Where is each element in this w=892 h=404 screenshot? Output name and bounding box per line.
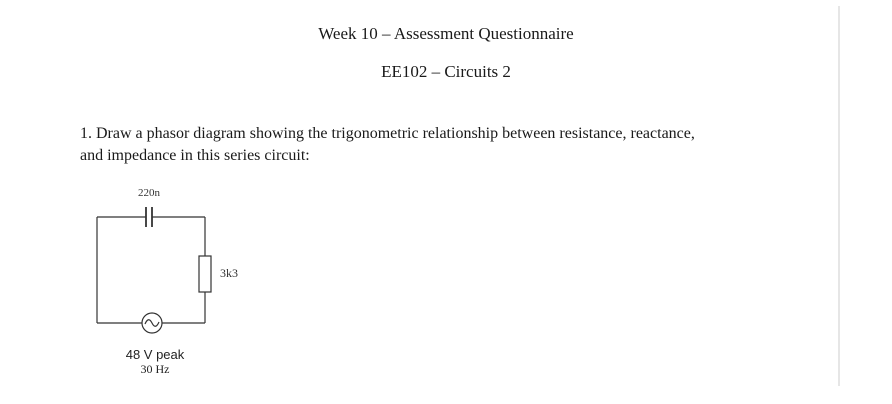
- capacitor-label: 220n: [138, 187, 160, 199]
- ac-sine-icon: [144, 319, 160, 327]
- source-voltage-label: 48 V peak: [125, 347, 185, 362]
- question-1: 1. Draw a phasor diagram showing the tri…: [80, 123, 840, 167]
- resistor-label: 3k3: [220, 266, 238, 280]
- question-line-2: and impedance in this series circuit:: [80, 147, 310, 164]
- resistor: [198, 255, 212, 293]
- course-subtitle: EE102 – Circuits 2: [381, 62, 511, 81]
- document-title: Week 10 – Assessment Questionnaire: [318, 24, 574, 43]
- question-line-1: 1. Draw a phasor diagram showing the tri…: [80, 125, 695, 142]
- source-frequency-label: 30 Hz: [140, 362, 170, 376]
- page-edge: [838, 6, 840, 386]
